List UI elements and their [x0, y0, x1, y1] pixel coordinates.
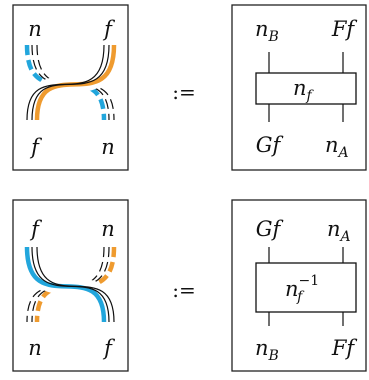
box-frame-2	[231, 199, 367, 372]
box-1-top-left-label: nB	[255, 17, 279, 45]
box-1-morphism-label: nf	[293, 76, 315, 104]
braid-2-bottom-left-label: n	[28, 336, 42, 360]
braid-1-bottom-left-label: f	[29, 135, 42, 159]
braid-2-top-right-label: n	[101, 217, 115, 241]
box-1-top-right-label: Ff	[331, 17, 358, 41]
braid-1-bottom-right-label: n	[101, 135, 115, 159]
definition-symbol-1: :=	[172, 80, 196, 104]
braid-1-top-right-label: f	[102, 17, 115, 41]
braid-crossing-1	[23, 44, 118, 121]
braid-2-bottom-right-label: f	[102, 336, 115, 360]
braid-crossing-2	[23, 246, 118, 323]
cyan-strand-over	[23, 246, 118, 323]
definition-symbol-2: :=	[172, 278, 196, 302]
braid-frame-2	[12, 199, 129, 372]
box-2-top-right-label: nA	[327, 217, 351, 245]
braid-frame-1	[12, 4, 129, 171]
box-2-top-left-label: Gf	[256, 217, 284, 241]
row-1: n f f n := nB Ff nf Gf nA	[12, 4, 367, 171]
orange-strand-over	[23, 44, 118, 121]
box-frame-1	[231, 4, 367, 171]
box-2-bottom-left-label: nB	[255, 336, 279, 364]
box-1-bottom-right-label: nA	[325, 133, 349, 161]
box-2-bottom-right-label: Ff	[331, 336, 358, 360]
box-1-bottom-left-label: Gf	[256, 133, 284, 157]
morphism-box-1	[255, 72, 357, 105]
morphism-box-2	[255, 262, 357, 313]
braid-2-top-left-label: f	[29, 217, 42, 241]
braid-1-top-left-label: n	[28, 17, 42, 41]
